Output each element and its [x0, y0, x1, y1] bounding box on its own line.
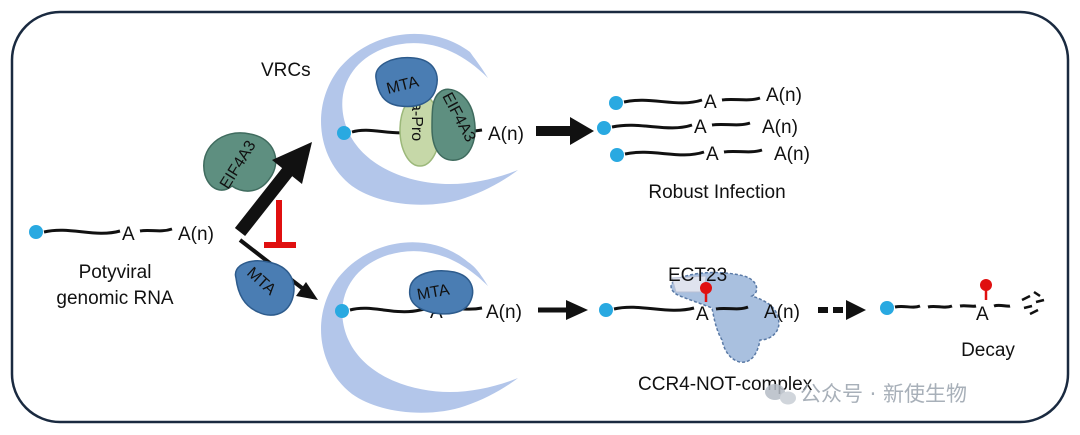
rna-copy: A A(n): [597, 117, 798, 138]
svg-text:A(n): A(n): [762, 117, 798, 138]
mta-protein-lower: MTA: [408, 270, 474, 315]
svg-text:A(n): A(n): [766, 85, 802, 106]
eif4a3-protein: EIF4A3: [203, 132, 277, 192]
activation-arrow: [234, 142, 312, 237]
mta-protein-lower-left: MTA: [234, 260, 295, 316]
vrcs-label: VRCs: [261, 60, 311, 81]
ect23-label: ECT23: [668, 265, 727, 286]
rna-copy: A A(n): [610, 144, 810, 165]
cap-icon: [610, 148, 624, 162]
svg-text:A(n): A(n): [774, 144, 810, 165]
decay-arrow: [818, 300, 866, 320]
svg-text:A(n): A(n): [764, 302, 800, 323]
mta-label-lower: MTA: [416, 281, 451, 303]
vrc-ring-upper: [321, 33, 518, 205]
svg-text:A: A: [976, 304, 989, 325]
m6a-pin-icon: [700, 282, 712, 302]
cap-icon: [335, 304, 349, 318]
mta-protein-upper: MTA: [375, 56, 438, 108]
an-label: A(n): [488, 124, 524, 145]
vrc-ring-lower: [321, 242, 518, 413]
input-rna: A A(n): [29, 224, 214, 245]
watermark-text: 公众号 · 新使生物: [800, 382, 967, 406]
svg-text:A: A: [694, 117, 707, 138]
cap-icon: [599, 303, 613, 317]
frame-border: [10, 10, 1070, 424]
inhibition-symbol: [264, 200, 296, 248]
rna-decay: A: [880, 290, 1045, 325]
watermark: 公众号 · 新使生物: [765, 382, 967, 406]
an-label: A(n): [178, 224, 214, 245]
svg-text:A: A: [696, 304, 709, 325]
infection-arrow: [536, 117, 594, 145]
potyviral-label-line2: genomic RNA: [56, 288, 174, 309]
cap-icon: [29, 225, 43, 239]
potyviral-label-line1: Potyviral: [79, 262, 152, 283]
svg-text:A(n): A(n): [486, 302, 522, 323]
wechat-icon: [765, 384, 796, 405]
cap-icon: [609, 96, 623, 110]
fragment-icon: [1021, 290, 1045, 316]
rna-copy: A A(n): [609, 85, 802, 113]
a-label: A: [122, 224, 135, 245]
ect-arrow: [538, 300, 588, 320]
cap-icon: [597, 121, 611, 135]
cap-icon: [880, 301, 894, 315]
decay-label: Decay: [961, 340, 1015, 361]
svg-text:A: A: [704, 92, 717, 113]
svg-text:A: A: [706, 144, 719, 165]
robust-infection-label: Robust Infection: [648, 182, 785, 203]
rna-ect: A A(n): [599, 302, 800, 325]
m6a-pin-icon-decay: [980, 279, 992, 300]
cap-icon: [337, 126, 351, 140]
